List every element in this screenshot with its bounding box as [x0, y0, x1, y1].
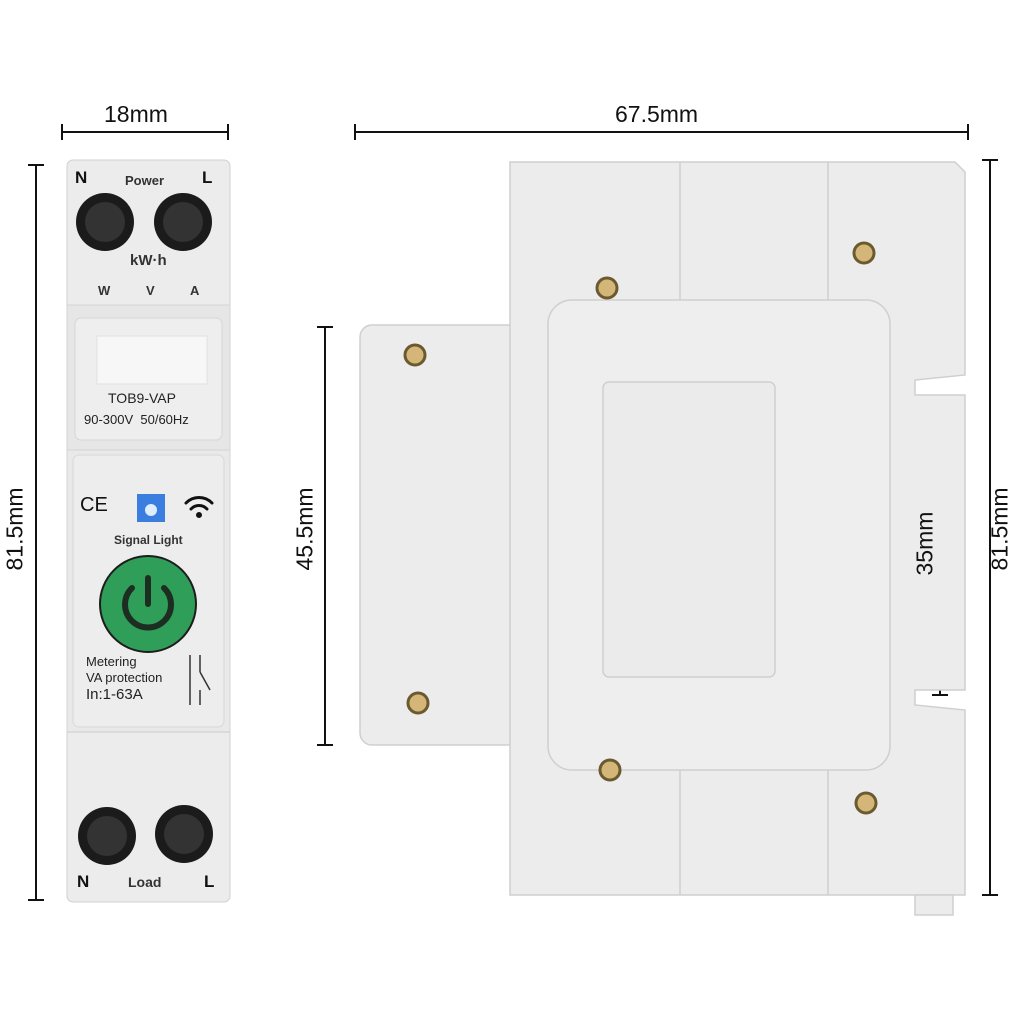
- mounting-screws: [403, 241, 878, 815]
- feature-va-protection: VA protection: [86, 670, 163, 685]
- power-button: [99, 555, 197, 653]
- amp-label: A: [190, 283, 200, 298]
- terminal-l-top: L: [202, 168, 213, 187]
- terminal-n-bottom: N: [77, 872, 90, 891]
- rating-label: 90-300V 50/60Hz: [84, 412, 189, 427]
- kwh-label: kW·h: [130, 252, 167, 269]
- ce-mark: CE: [80, 494, 108, 516]
- model-label: TOB9-VAP: [108, 390, 176, 406]
- front-height-label: 81.5mm: [1, 487, 28, 571]
- flange-height-label: 45.5mm: [291, 487, 318, 571]
- signal-light-label: Signal Light: [114, 533, 183, 547]
- feature-metering: Metering: [86, 654, 137, 669]
- terminal-screws: [76, 193, 213, 865]
- watt-label: W: [98, 283, 111, 298]
- front-width-label: 18mm: [104, 101, 168, 127]
- terminal-l-bottom: L: [204, 872, 215, 891]
- load-label: Load: [128, 874, 162, 890]
- circuit-symbol: [189, 655, 211, 705]
- wifi-icon: [184, 496, 214, 518]
- feature-current: In:1-63A: [86, 686, 143, 703]
- din-rail-label: 35mm: [911, 511, 938, 576]
- front-view: [66, 159, 231, 903]
- terminal-n-top: N: [75, 168, 88, 187]
- side-view: [359, 161, 966, 916]
- side-height-label: 81.5mm: [986, 487, 1013, 571]
- volt-label: V: [146, 283, 155, 298]
- side-width-label: 67.5mm: [615, 101, 699, 127]
- power-label: Power: [125, 173, 165, 188]
